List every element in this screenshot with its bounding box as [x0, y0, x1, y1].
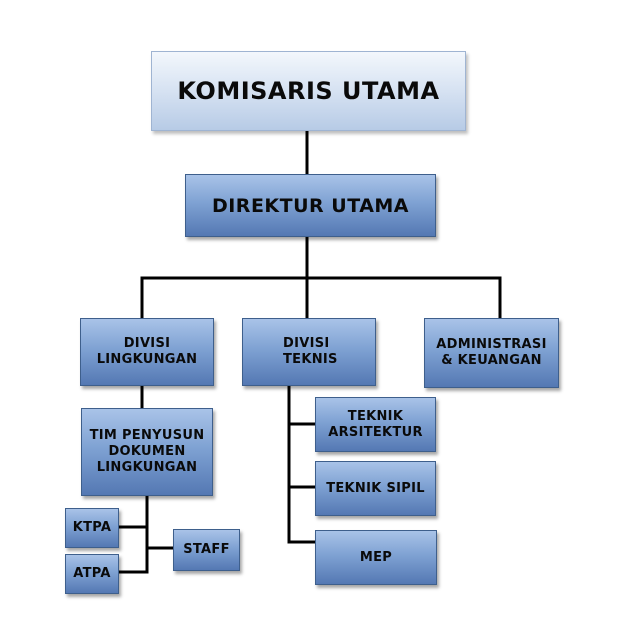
mep-box: MEP: [315, 530, 437, 585]
ktpa-box: KTPA: [65, 508, 119, 548]
atpa-box: ATPA: [65, 554, 119, 594]
administrasi-keuangan-box: ADMINISTRASI & KEUANGAN: [424, 318, 559, 388]
divisi-lingkungan-box: DIVISI LINGKUNGAN: [80, 318, 214, 386]
direktur-utama-box: DIREKTUR UTAMA: [185, 174, 436, 237]
tim-penyusun-dokumen-box: TIM PENYUSUN DOKUMEN LINGKUNGAN: [81, 408, 213, 496]
teknik-arsitektur-box: TEKNIK ARSITEKTUR: [315, 397, 436, 452]
komisaris-utama-box: KOMISARIS UTAMA: [151, 51, 466, 131]
teknik-sipil-box: TEKNIK SIPIL: [315, 461, 436, 516]
staff-box: STAFF: [173, 529, 240, 571]
divisi-teknis-box: DIVISI TEKNIS: [242, 318, 376, 386]
